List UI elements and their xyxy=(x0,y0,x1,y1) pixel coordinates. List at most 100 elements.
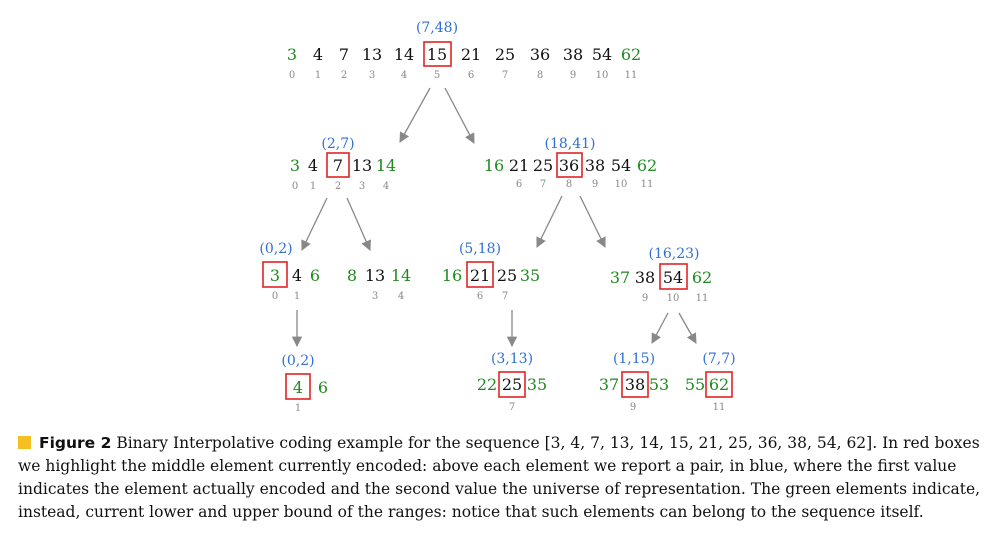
caption-text: Binary Interpolative coding example for … xyxy=(18,434,981,521)
element-index: 1 xyxy=(295,403,301,414)
arrow-to-leaf-d xyxy=(678,312,697,344)
pair-label: (1,15) xyxy=(613,351,655,367)
element-index: 6 xyxy=(468,70,474,81)
element-index: 6 xyxy=(477,291,483,302)
arrow-right-left xyxy=(536,195,563,248)
element-index: 3 xyxy=(369,70,375,81)
pair-label: (16,23) xyxy=(648,246,699,262)
caption-marker xyxy=(18,436,31,449)
element-index: 0 xyxy=(292,181,298,192)
element-index: 11 xyxy=(641,179,654,190)
encoded-element: 4 xyxy=(293,378,303,397)
node-root: (7,48) 3 4 7 13 14 15 21 25 36 38 54 62 … xyxy=(287,20,641,81)
element-index: 8 xyxy=(537,70,543,81)
element-index: 9 xyxy=(592,179,598,190)
element-index: 1 xyxy=(294,291,300,302)
sequence-element: 38 xyxy=(585,156,605,175)
sequence-element: 13 xyxy=(362,45,382,64)
element-index: 3 xyxy=(372,291,378,302)
sequence-element: 4 xyxy=(308,156,318,175)
bound-element: 22 xyxy=(477,375,497,394)
element-index: 11 xyxy=(625,70,638,81)
node-leaf-a: (0,2) 4 6 1 xyxy=(281,353,328,414)
sequence-element: 14 xyxy=(394,45,414,64)
bound-element: 35 xyxy=(520,266,540,285)
element-index: 7 xyxy=(509,402,515,413)
sequence-element: 36 xyxy=(530,45,550,64)
element-index: 11 xyxy=(713,402,726,413)
element-index: 1 xyxy=(310,181,316,192)
arrow-left-left xyxy=(301,197,328,251)
element-index: 4 xyxy=(401,70,407,81)
element-index: 0 xyxy=(289,70,295,81)
encoded-element: 54 xyxy=(663,268,683,287)
sequence-element: 54 xyxy=(611,156,631,175)
node-left-right: 8 13 14 3 4 xyxy=(347,266,411,302)
encoded-element: 7 xyxy=(333,156,343,175)
bound-element: 3 xyxy=(270,266,280,285)
node-left: (2,7) 3 4 7 13 14 0 1 2 3 4 xyxy=(290,136,396,192)
middle-element-box xyxy=(659,263,688,290)
element-index: 10 xyxy=(615,179,628,190)
element-index: 9 xyxy=(630,402,636,413)
sequence-element: 25 xyxy=(533,156,553,175)
middle-element-box xyxy=(498,371,526,398)
pair-label: (3,13) xyxy=(491,351,533,367)
sequence-element: 38 xyxy=(635,268,655,287)
bound-element: 62 xyxy=(692,268,712,287)
sequence-element: 21 xyxy=(509,156,529,175)
pair-label: (7,7) xyxy=(702,351,735,367)
element-index: 7 xyxy=(502,291,508,302)
element-index: 5 xyxy=(434,70,440,81)
figure-caption: Figure 2 Binary Interpolative coding exa… xyxy=(18,432,982,524)
sequence-element: 21 xyxy=(461,45,481,64)
sequence-element: 13 xyxy=(352,156,372,175)
bound-element: 3 xyxy=(287,45,297,64)
encoded-element: 36 xyxy=(559,156,579,175)
sequence-element: 38 xyxy=(563,45,583,64)
element-index: 4 xyxy=(383,181,389,192)
element-index: 10 xyxy=(596,70,609,81)
bound-element: 8 xyxy=(347,266,357,285)
bound-element: 14 xyxy=(391,266,411,285)
sequence-element: 7 xyxy=(339,45,349,64)
middle-element-box xyxy=(556,152,583,178)
element-index: 2 xyxy=(341,70,347,81)
bound-element: 16 xyxy=(442,266,462,285)
bound-element: 62 xyxy=(621,45,641,64)
node-right: (18,41) 16 21 25 36 38 54 62 6 7 8 9 10 … xyxy=(484,136,657,190)
element-index: 11 xyxy=(696,293,709,304)
encoded-element: 62 xyxy=(709,375,729,394)
element-index: 2 xyxy=(335,181,341,192)
element-index: 7 xyxy=(502,70,508,81)
element-index: 1 xyxy=(315,70,321,81)
encoded-element: 25 xyxy=(502,375,522,394)
bound-element: 37 xyxy=(610,268,630,287)
middle-element-box xyxy=(705,371,733,398)
node-right-left: (5,18) 16 21 25 35 6 7 xyxy=(442,241,540,302)
sequence-element: 25 xyxy=(495,45,515,64)
element-index: 9 xyxy=(642,293,648,304)
sequence-element: 13 xyxy=(365,266,385,285)
pair-label: (7,48) xyxy=(416,20,458,36)
middle-element-box xyxy=(423,41,452,67)
bound-element: 6 xyxy=(318,378,328,397)
element-index: 10 xyxy=(667,293,680,304)
bound-element: 37 xyxy=(599,375,619,394)
encoded-element: 21 xyxy=(470,266,490,285)
figure-label: Figure 2 xyxy=(39,434,112,452)
pair-label: (0,2) xyxy=(259,241,292,257)
interpolative-coding-tree: (7,48) 3 4 7 13 14 15 21 25 36 38 54 62 … xyxy=(259,20,735,414)
middle-element-box xyxy=(621,371,649,398)
node-leaf-b: (3,13) 22 25 35 7 xyxy=(477,351,547,413)
middle-element-box xyxy=(262,261,288,288)
arrow-root-left xyxy=(399,87,431,143)
bound-element: 16 xyxy=(484,156,504,175)
element-index: 6 xyxy=(516,179,522,190)
sequence-element: 54 xyxy=(592,45,612,64)
arrow-right-right xyxy=(579,195,606,248)
bound-element: 62 xyxy=(637,156,657,175)
arrow-to-leaf-c xyxy=(651,312,669,344)
sequence-element: 25 xyxy=(497,266,517,285)
element-index: 7 xyxy=(540,179,546,190)
